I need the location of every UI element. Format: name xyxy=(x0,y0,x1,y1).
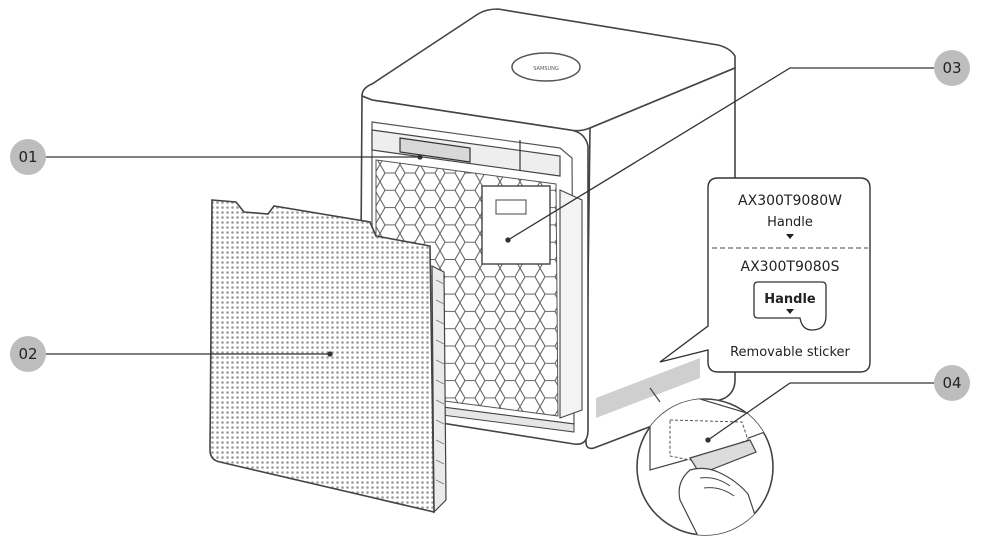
down-triangle-icon xyxy=(786,234,794,239)
model-label-box: AX300T9080W Handle AX300T9080S Handle Re… xyxy=(659,177,871,373)
label-model-w: AX300T9080W xyxy=(738,193,842,209)
sticker-band xyxy=(596,358,700,418)
model-label-card xyxy=(481,185,551,265)
control-panel-ring xyxy=(511,52,581,82)
callout-03: 03 xyxy=(934,50,970,86)
fan-edge xyxy=(559,189,583,419)
callout-02: 02 xyxy=(10,336,46,372)
sticker-handle-label: Handle xyxy=(764,292,816,307)
logo-text: SAMSUNG xyxy=(533,66,559,72)
leader-03 xyxy=(507,67,934,241)
label-model-s: AX300T9080S xyxy=(741,259,840,275)
hand-illustration xyxy=(678,467,761,535)
label-removable-sticker: Removable sticker xyxy=(730,345,850,360)
leader-lines xyxy=(46,67,934,443)
handle-sticker xyxy=(753,281,827,331)
filter-handle[interactable] xyxy=(399,137,471,163)
callout-03-number: 03 xyxy=(942,59,961,77)
callout-01: 01 xyxy=(10,139,46,175)
pre-filter-panel[interactable] xyxy=(209,199,447,514)
callout-04-number: 04 xyxy=(942,374,961,392)
leader-04 xyxy=(707,382,934,441)
handle-magnifier xyxy=(636,387,774,536)
callout-02-number: 02 xyxy=(18,345,37,363)
callout-04: 04 xyxy=(934,365,970,401)
down-triangle-icon xyxy=(786,309,794,314)
label-card-slot xyxy=(495,199,527,215)
label-handle-w: Handle xyxy=(767,215,813,230)
callout-01-number: 01 xyxy=(18,148,37,166)
pre-filter-face xyxy=(209,199,435,514)
